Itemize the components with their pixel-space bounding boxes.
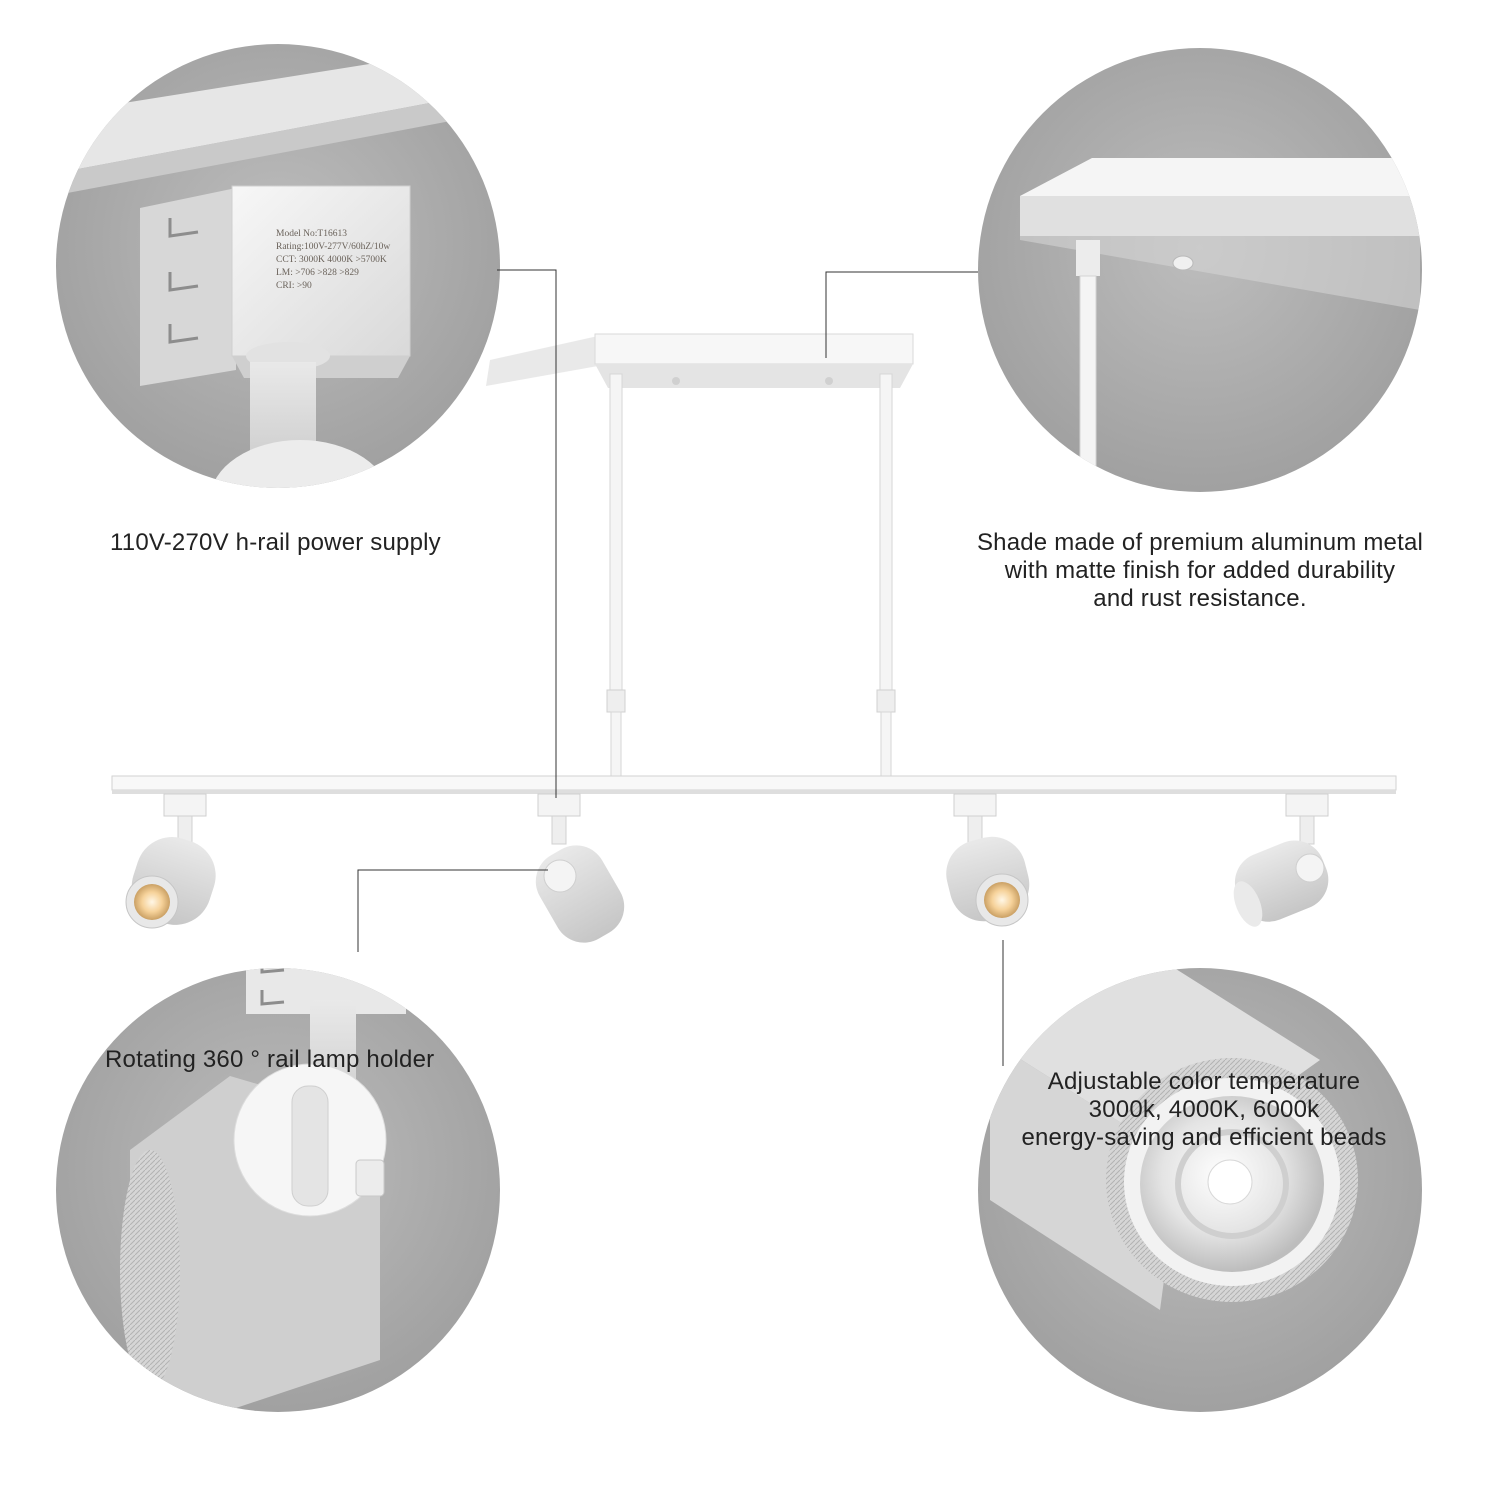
- spotlight-2: [535, 793, 625, 943]
- caption-shade-line-2: with matte finish for added durability: [1004, 557, 1396, 584]
- caption-lamp-holder-text: Rotating 360 ° rail lamp holder: [105, 1046, 435, 1073]
- caption-temp-line-2: 3000k, 4000K, 6000k: [1088, 1096, 1320, 1123]
- caption-shade-line-1: Shade made of premium aluminum metal: [976, 529, 1424, 556]
- caption-power-supply-text: 110V-270V h-rail power supply: [110, 529, 441, 556]
- caption-shade-material: Shade made of premium aluminum metal wit…: [950, 529, 1450, 613]
- rating-model: Model No:T16613: [276, 229, 347, 239]
- spotlight-3: [946, 793, 1030, 927]
- spotlight-1: [125, 793, 216, 929]
- caption-lamp-holder: Rotating 360 ° rail lamp holder: [105, 1046, 434, 1074]
- spotlight-4: [1233, 793, 1329, 927]
- detail-circle-lamp-holder: [56, 968, 500, 1412]
- detail-circle-shade: [978, 48, 1422, 492]
- suspension-rods: [606, 373, 896, 779]
- detail-circle-color-temperature: [978, 968, 1422, 1412]
- caption-power-supply: 110V-270V h-rail power supply: [110, 529, 441, 557]
- caption-shade-line-3: and rust resistance.: [1093, 585, 1307, 612]
- track-rail: [111, 775, 1397, 794]
- detail-circle-power-supply: Model No:T16613 Rating:100V-277V/60hZ/10…: [56, 44, 500, 488]
- caption-temp-line-3: energy-saving and efficient beads: [1021, 1124, 1387, 1151]
- ceiling-canopy: [594, 333, 914, 388]
- rating-lumens: LM: >706 >828 >829: [276, 268, 359, 278]
- leader-lines: [357, 269, 1004, 1066]
- rating-cri: CRI: >90: [276, 281, 312, 291]
- caption-color-temperature: Adjustable color temperature 3000k, 4000…: [975, 1068, 1433, 1152]
- main-fixture: [111, 333, 1397, 943]
- arrow-direction-icon: [168, 218, 199, 344]
- rating-power: Rating:100V-277V/60hZ/10w: [276, 242, 390, 252]
- caption-temp-line-1: Adjustable color temperature: [1047, 1068, 1361, 1095]
- rating-cct: CCT: 3000K 4000K >5700K: [276, 255, 387, 265]
